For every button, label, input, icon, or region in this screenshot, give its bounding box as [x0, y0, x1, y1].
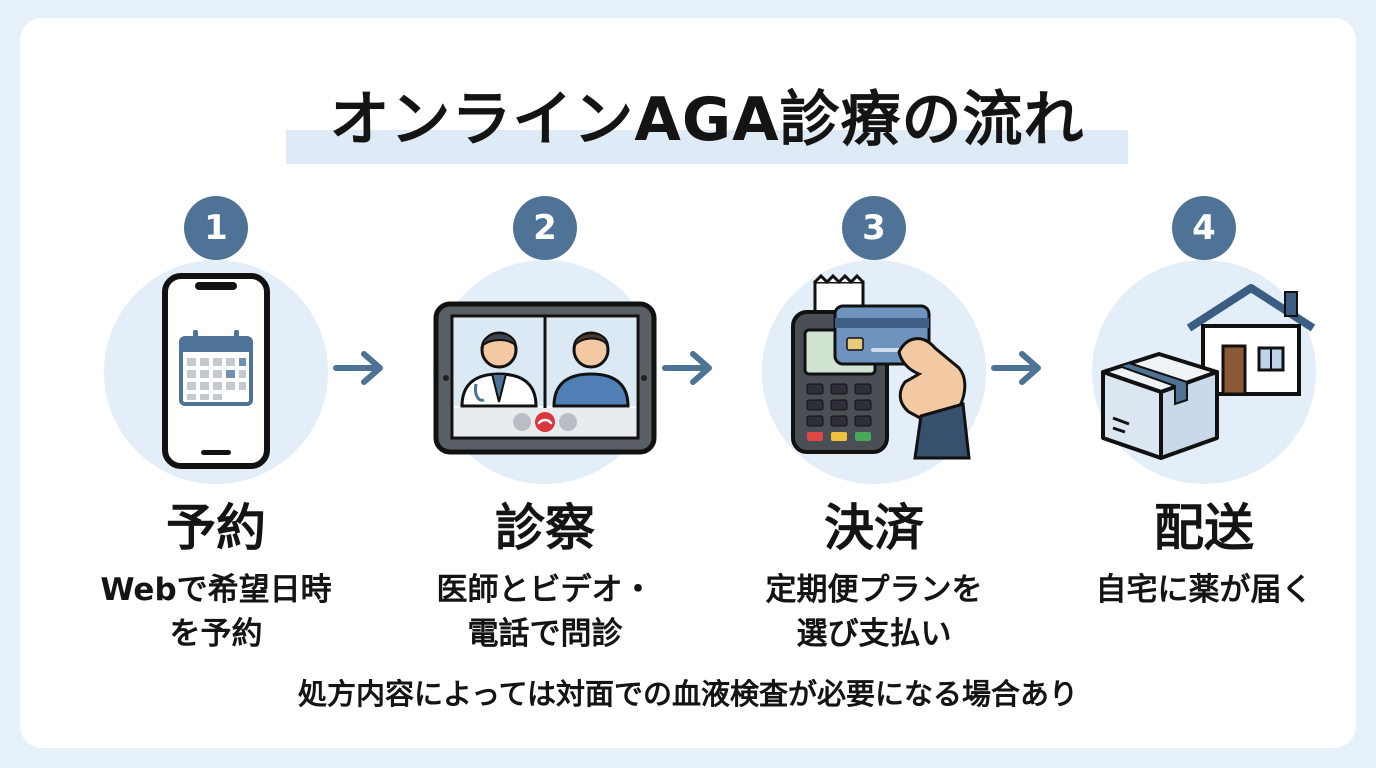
title-highlight-band — [286, 130, 1128, 164]
footnote: 処方内容によっては対面での血液検査が必要になる場合あり — [297, 677, 1079, 711]
flow-card: オンラインAGA診療の流れ 1 予約 Webで希望日時 を予約 — [20, 18, 1356, 748]
page-title: オンラインAGA診療の流れ — [329, 85, 1085, 155]
step-title: 予約 — [166, 499, 266, 557]
step-description: 自宅に薬が届く — [1064, 568, 1344, 612]
step-title: 診察 — [495, 499, 595, 557]
arrow-right-icon — [333, 351, 383, 385]
step-1-reservation: 1 予約 Webで希望日時 を予約 — [76, 196, 356, 666]
step-description-text: Webで希望日時 を予約 — [100, 572, 332, 652]
arrow-right-icon — [662, 351, 712, 385]
step-number-badge: 2 — [513, 196, 577, 260]
step-description-text: 自宅に薬が届く — [1095, 572, 1313, 608]
title-area: オンラインAGA診療の流れ — [286, 80, 1128, 164]
step-description-text: 定期便プランを 選び支払い — [765, 572, 983, 652]
step-description-text: 医師とビデオ・ 電話で問診 — [436, 572, 654, 652]
step-description: 定期便プランを 選び支払い — [734, 568, 1014, 656]
step-number-badge: 3 — [842, 196, 906, 260]
step-4-delivery: 4 配送 自宅に薬が届く — [1064, 196, 1344, 666]
smartphone-calendar-icon — [104, 260, 328, 484]
step-description: 医師とビデオ・ 電話で問診 — [405, 568, 685, 656]
step-title: 決済 — [824, 499, 924, 557]
card-payment-terminal-icon — [762, 260, 986, 484]
tablet-video-call-icon — [433, 260, 657, 484]
step-3-payment: 3 決済 定期便プランを 選び支払い — [734, 196, 1014, 666]
package-delivery-house-icon — [1092, 260, 1316, 484]
step-title: 配送 — [1154, 499, 1254, 557]
step-2-consultation: 2 診察 医師 — [405, 196, 685, 666]
step-number-badge: 1 — [184, 196, 248, 260]
arrow-right-icon — [991, 351, 1041, 385]
step-number-badge: 4 — [1172, 196, 1236, 260]
step-description: Webで希望日時 を予約 — [76, 568, 356, 656]
